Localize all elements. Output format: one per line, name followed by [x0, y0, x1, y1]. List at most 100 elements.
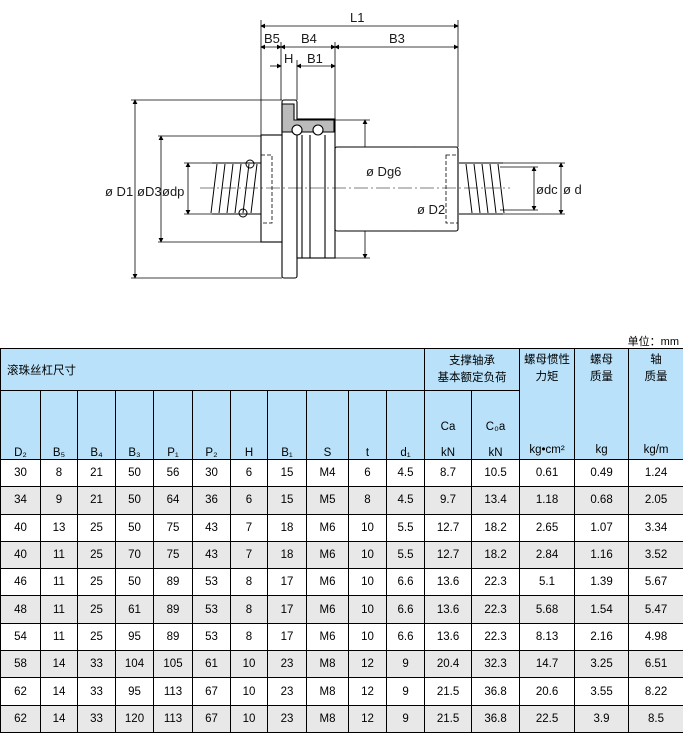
- table-cell: 70: [116, 541, 154, 568]
- table-cell: 8: [349, 487, 387, 514]
- table-cell: 36.8: [472, 678, 520, 705]
- dim-Dg6: ø Dg6: [366, 164, 401, 179]
- table-cell: 8: [231, 623, 268, 650]
- table-cell: 15: [268, 487, 307, 514]
- table-cell: 13.4: [472, 487, 520, 514]
- table-cell: 11: [41, 623, 78, 650]
- dim-H: H: [284, 51, 293, 66]
- column-header: S: [307, 391, 349, 460]
- table-cell: 30: [1, 460, 41, 487]
- table-cell: 3.25: [575, 651, 629, 678]
- table-cell: 53: [193, 596, 231, 623]
- table-cell: 8.7: [425, 460, 472, 487]
- table-cell: 36.8: [472, 705, 520, 732]
- table-cell: 6.51: [629, 651, 683, 678]
- dim-dc: ødc: [536, 182, 558, 197]
- table-cell: 12: [349, 705, 387, 732]
- table-cell: 13: [41, 514, 78, 541]
- table-cell: 95: [116, 678, 154, 705]
- table-cell: 33: [78, 678, 116, 705]
- table-cell: 43: [193, 514, 231, 541]
- table-cell: 62: [1, 705, 41, 732]
- table-cell: 10: [231, 651, 268, 678]
- dim-B4: B4: [301, 31, 317, 46]
- table-cell: 8.13: [520, 623, 575, 650]
- column-header: t: [349, 391, 387, 460]
- dim-L1: L1: [350, 10, 364, 25]
- table-cell: 2.05: [629, 487, 683, 514]
- table-cell: 9: [387, 651, 425, 678]
- table-cell: 75: [154, 514, 193, 541]
- table-cell: 25: [78, 623, 116, 650]
- table-cell: 113: [154, 705, 193, 732]
- table-cell: 1.24: [629, 460, 683, 487]
- table-cell: M6: [307, 623, 349, 650]
- table-cell: 50: [116, 487, 154, 514]
- column-header: B₃: [116, 391, 154, 460]
- table-cell: 30: [193, 460, 231, 487]
- table-cell: 0.68: [575, 487, 629, 514]
- table-cell: 2.65: [520, 514, 575, 541]
- table-cell: 18.2: [472, 541, 520, 568]
- table-cell: 120: [116, 705, 154, 732]
- table-cell: 50: [116, 569, 154, 596]
- table-cell: 75: [154, 541, 193, 568]
- dim-dp: ødp: [162, 184, 184, 199]
- unit-label: 单位：mm: [628, 333, 679, 349]
- table-cell: 4.98: [629, 623, 683, 650]
- table-cell: 40: [1, 514, 41, 541]
- table-cell: 46: [1, 569, 41, 596]
- table-cell: 2.84: [520, 541, 575, 568]
- table-cell: 61: [116, 596, 154, 623]
- table-cell: M6: [307, 541, 349, 568]
- table-cell: 9: [387, 678, 425, 705]
- table-cell: 12: [349, 651, 387, 678]
- table-cell: 22.3: [472, 596, 520, 623]
- table-cell: 58: [1, 651, 41, 678]
- table-cell: 33: [78, 651, 116, 678]
- column-header: B₄: [78, 391, 116, 460]
- dim-d: ø d: [563, 182, 582, 197]
- table-cell: 9: [387, 705, 425, 732]
- table-cell: 3.34: [629, 514, 683, 541]
- table-cell: M4: [307, 460, 349, 487]
- table-cell: 8: [231, 569, 268, 596]
- table-cell: 48: [1, 596, 41, 623]
- table-cell: 13.6: [425, 623, 472, 650]
- table-cell: M8: [307, 678, 349, 705]
- table-cell: 36: [193, 487, 231, 514]
- column-header: D₂: [1, 391, 41, 460]
- table-cell: 13.6: [425, 569, 472, 596]
- table-cell: 18: [268, 541, 307, 568]
- table-cell: 32.3: [472, 651, 520, 678]
- table-cell: 10: [231, 678, 268, 705]
- table-cell: 11: [41, 541, 78, 568]
- table-cell: 11: [41, 569, 78, 596]
- table-cell: 25: [78, 596, 116, 623]
- table-cell: 8.22: [629, 678, 683, 705]
- table-cell: 6.6: [387, 596, 425, 623]
- ball-screw-drawing: L1 B5 B4 B3 H B1 ø D1 øD3 ødp ø Dg6 ø D2…: [0, 0, 683, 300]
- table-cell: M6: [307, 569, 349, 596]
- dim-B5: B5: [264, 31, 280, 46]
- table-cell: 1.54: [575, 596, 629, 623]
- table-cell: 20.4: [425, 651, 472, 678]
- table-cell: 8: [41, 460, 78, 487]
- table-cell: 10: [349, 514, 387, 541]
- table-cell: 61: [193, 651, 231, 678]
- table-cell: 7: [231, 541, 268, 568]
- table-cell: 3.9: [575, 705, 629, 732]
- table-cell: 6.6: [387, 623, 425, 650]
- table-cell: 25: [78, 569, 116, 596]
- table-cell: 23: [268, 678, 307, 705]
- table-cell: 9.7: [425, 487, 472, 514]
- table-cell: 17: [268, 569, 307, 596]
- table-cell: M5: [307, 487, 349, 514]
- table-cell: 21: [78, 487, 116, 514]
- table-cell: 21: [78, 460, 116, 487]
- table-cell: 4.5: [387, 460, 425, 487]
